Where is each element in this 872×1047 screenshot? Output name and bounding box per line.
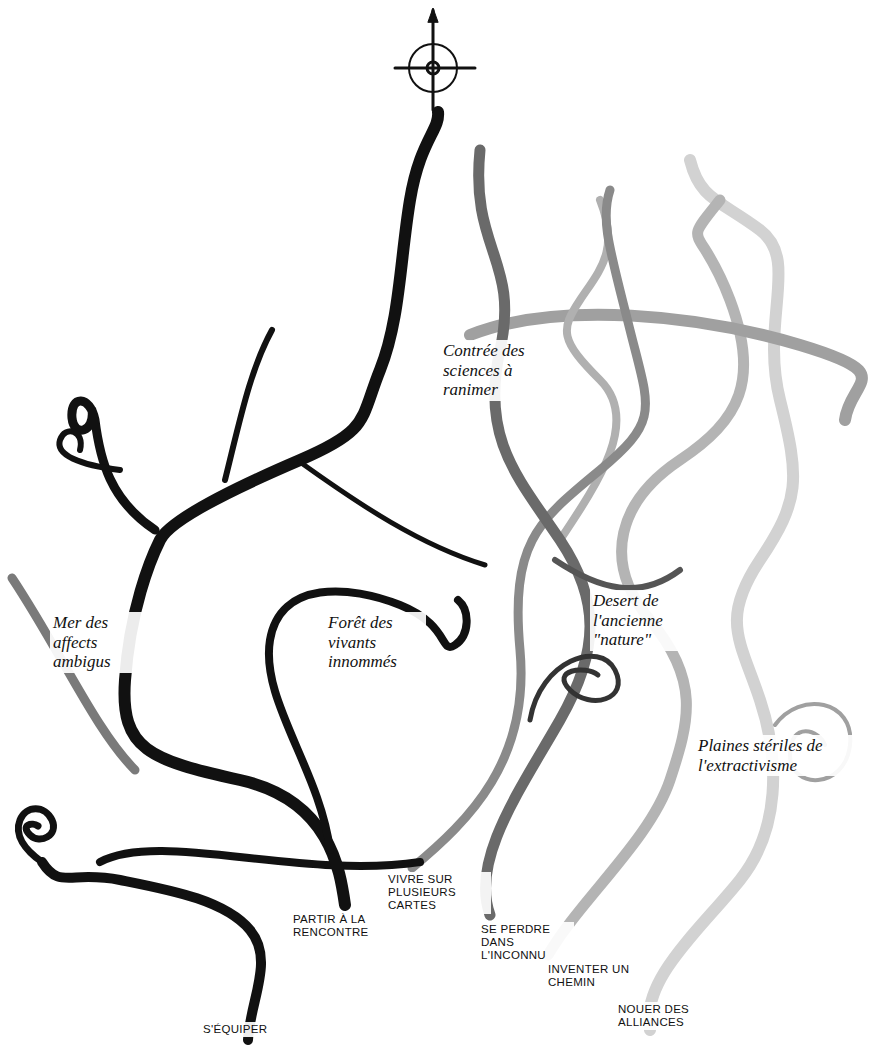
region-label: Plaines stériles de l'extractivisme (695, 735, 866, 776)
path-label: INVENTER UN CHEMIN (545, 962, 641, 990)
mer-stroke (12, 578, 135, 770)
equiper-spiral (18, 809, 53, 862)
region-label: Forêt des vivants innommés (325, 612, 426, 673)
compass-rose (395, 8, 475, 110)
desert-spiral (530, 656, 618, 720)
path-grey-fork (555, 560, 680, 588)
path-label: S'ÉQUIPER (200, 1022, 270, 1037)
path-inconnu (479, 150, 590, 915)
region-label: Contrée des sciences à ranimer (440, 340, 556, 401)
path-branch-up (225, 330, 272, 480)
path-rencontre (124, 112, 438, 905)
path-label: SE PERDRE DANS L'INCONNU (478, 922, 574, 964)
path-label: VIVRE SUR PLUSIEURS CARTES (385, 872, 491, 914)
path-branch-right (300, 462, 485, 565)
path-label: NOUER DES ALLIANCES (615, 1002, 721, 1030)
region-label: Desert de l'ancienne "nature" (590, 590, 711, 651)
path-lower-arc (100, 851, 420, 866)
foret-loop (269, 591, 467, 850)
left-loop (59, 431, 120, 470)
path-equiper (42, 862, 261, 1040)
path-label: PARTIR À LA RENCONTRE (290, 912, 406, 940)
region-label: Mer des affects ambigus (50, 612, 146, 673)
